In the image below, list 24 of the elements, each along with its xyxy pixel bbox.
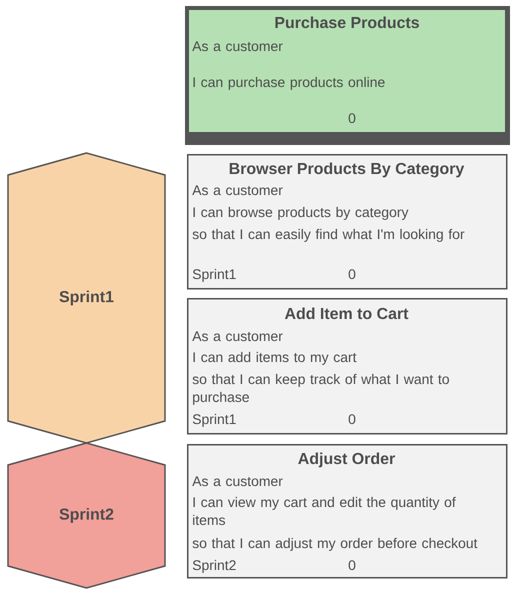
story-text: I can browse products by category <box>193 206 408 220</box>
sprint-label: Sprint1 <box>192 268 236 282</box>
story-points: 0 <box>348 414 356 424</box>
story-text: As a customer <box>192 331 283 342</box>
story-text: I can purchase products online <box>193 76 385 90</box>
story-text: I can add items to my cart <box>193 352 356 365</box>
sprint-hexagon: Sprint2 <box>7 442 166 589</box>
sprint-label: Sprint1 <box>192 414 236 427</box>
story-text: so that I can keep track of what I want to purchase <box>192 374 449 405</box>
card-title: Adjust Order <box>298 452 395 468</box>
story-text: As a customer <box>192 185 283 196</box>
sprint-hexagon: Sprint1 <box>7 152 166 444</box>
story-points: 0 <box>348 113 356 124</box>
story-text: As a customer <box>192 476 283 486</box>
story-text: I can view my cart and edit the quantity of items <box>193 496 456 526</box>
card-title: Add Item to Cart <box>284 307 408 320</box>
card-title: Purchase Products <box>275 16 419 28</box>
story-points: 0 <box>348 269 356 280</box>
story-text: As a customer <box>192 41 283 52</box>
sprint-label: Sprint2 <box>192 560 236 573</box>
story-text: so that I can easily find what I'm looking for <box>192 228 464 242</box>
card-title: Browser Products By Category <box>230 162 464 178</box>
story-points: 0 <box>348 560 356 570</box>
story-text: so that I can adjust my order before checkout <box>192 538 478 551</box>
